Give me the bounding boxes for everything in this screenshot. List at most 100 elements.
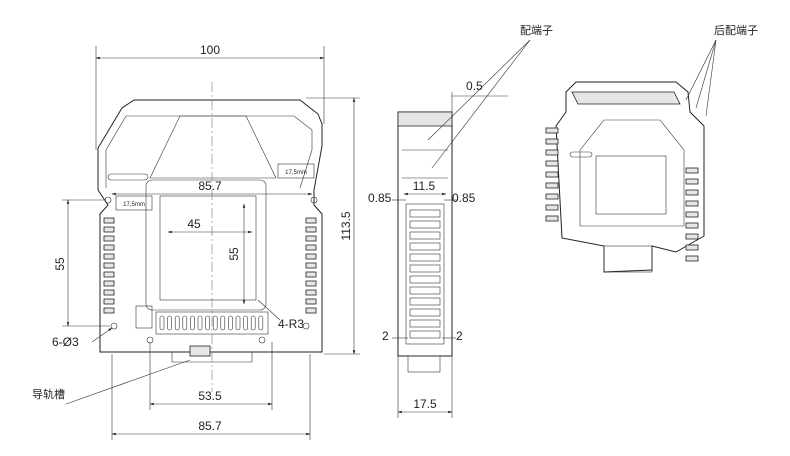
front-slot	[107, 173, 149, 181]
fin	[103, 235, 115, 242]
fin	[103, 271, 115, 278]
iso-right-fins	[685, 167, 699, 262]
vent-slot	[197, 315, 203, 331]
fin	[103, 226, 115, 233]
dim-hole: 6-Ø3	[52, 335, 79, 349]
dim-0-5: 0.5	[466, 79, 483, 93]
side-terminal-row	[409, 253, 441, 262]
front-label-tag-1-text: 17,5mm	[285, 170, 307, 176]
front-window	[145, 179, 267, 311]
iso-fin	[545, 171, 559, 178]
dim-55-left: 55	[53, 257, 67, 271]
side-foot	[407, 355, 441, 373]
vent-slot	[258, 315, 264, 331]
side-terminal-row	[409, 242, 441, 251]
hole-marker	[302, 322, 310, 330]
label-rail-groove: 导轨槽	[32, 387, 65, 401]
fin	[305, 262, 317, 269]
iso-fin	[685, 222, 699, 229]
side-terminal-row	[409, 319, 441, 328]
iso-rail-foot	[603, 245, 653, 273]
front-left-fins	[103, 217, 115, 314]
dim-53-5: 53.5	[198, 389, 222, 403]
iso-view: 后配端子	[545, 24, 758, 273]
dim-45: 45	[187, 217, 201, 231]
iso-fin	[685, 233, 699, 240]
dim-17-5: 17.5	[413, 397, 437, 411]
iso-top-block	[571, 91, 681, 105]
side-terminal-row	[409, 275, 441, 284]
vent-slot	[220, 315, 226, 331]
side-terminal-frame	[405, 203, 445, 345]
hole-marker	[258, 336, 266, 344]
side-top-cap	[397, 111, 453, 127]
iso-fin	[545, 138, 559, 145]
fin	[305, 307, 317, 314]
iso-fin	[545, 127, 559, 134]
iso-fin	[685, 178, 699, 185]
fin	[103, 280, 115, 287]
iso-slot	[569, 151, 593, 158]
side-terminal-rows	[409, 209, 441, 339]
label-terminal: 配端子	[520, 24, 553, 37]
hole-marker	[310, 196, 318, 204]
label-rear-terminal: 后配端子	[714, 24, 758, 37]
vent-slot	[190, 315, 195, 331]
hole-marker	[110, 322, 118, 330]
vent-slot	[205, 315, 210, 331]
fin	[305, 298, 317, 305]
front-top-block	[105, 115, 313, 189]
iso-fin	[545, 182, 559, 189]
side-terminal-row	[409, 286, 441, 295]
front-label-tag-2	[115, 195, 153, 211]
vent-slot	[228, 315, 233, 331]
fin	[103, 298, 115, 305]
dim-2-left: 2	[382, 329, 389, 343]
iso-fin	[545, 204, 559, 211]
fin	[305, 253, 317, 260]
side-terminal-row	[409, 330, 441, 339]
front-housing-outline	[97, 99, 323, 353]
front-view: 17,5mm 17,5mm 100 113.5	[32, 43, 360, 440]
iso-window	[595, 155, 667, 215]
vent-slot	[167, 315, 172, 331]
dim-85-7-bottom: 85.7	[198, 419, 222, 433]
front-label-tag-2-text: 17,5mm	[123, 202, 145, 208]
iso-fin	[685, 200, 699, 207]
iso-fin	[545, 160, 559, 167]
fin	[305, 235, 317, 242]
iso-fin	[685, 255, 699, 262]
dim-55-inner: 55	[227, 247, 241, 261]
front-vent-slots	[159, 315, 264, 331]
dim-0-85-right: 0.85	[452, 191, 476, 205]
dim-85-7-top: 85.7	[198, 179, 222, 193]
fin	[305, 217, 317, 224]
leader-terminal-1	[427, 39, 531, 141]
vent-slot	[235, 315, 241, 331]
iso-fin	[685, 167, 699, 174]
front-side-block	[135, 305, 153, 329]
front-rail-latch	[189, 345, 211, 357]
dim-0-85-left: 0.85	[368, 191, 392, 205]
fin	[103, 244, 115, 251]
fin	[103, 262, 115, 269]
vent-slot	[182, 315, 188, 331]
iso-face	[579, 119, 685, 227]
vent-slot	[212, 315, 218, 331]
leader-radius	[257, 299, 281, 321]
dim-11-5: 11.5	[413, 179, 436, 193]
side-terminal-row	[409, 297, 441, 306]
fin	[305, 289, 317, 296]
front-label-tag-1	[277, 163, 315, 179]
iso-fin	[545, 193, 559, 200]
iso-fin	[545, 215, 559, 222]
leader-terminal-2	[431, 39, 531, 169]
front-top-recess	[149, 115, 277, 179]
iso-fin	[685, 211, 699, 218]
fin	[103, 307, 115, 314]
iso-fin	[685, 189, 699, 196]
iso-body-outline	[555, 81, 705, 273]
dim-2-right: 2	[456, 329, 463, 343]
vent-slot	[243, 315, 248, 331]
